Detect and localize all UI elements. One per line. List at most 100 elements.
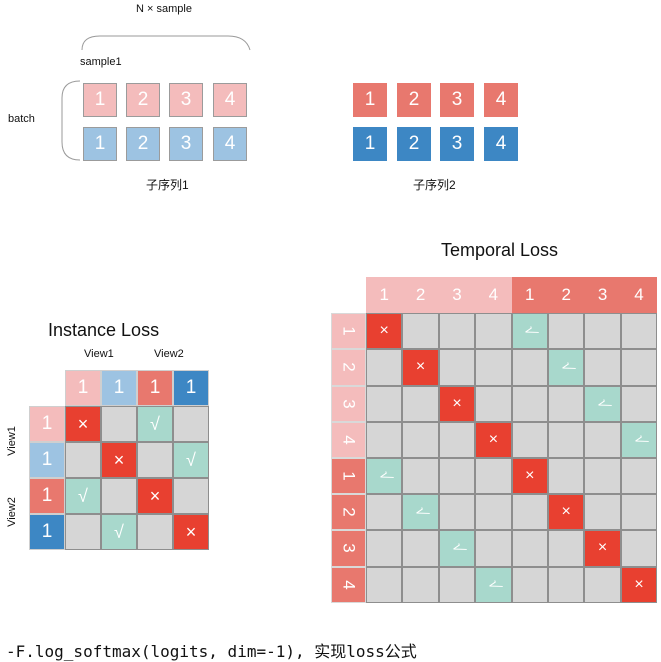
view1-label: View1 — [84, 348, 114, 360]
instance-row-header: 1 — [29, 514, 65, 550]
temporal-col-header: 2 — [402, 277, 439, 314]
instance-row-header: 1 — [29, 442, 65, 478]
instance-col-header: 1 — [65, 370, 101, 406]
temporal-row-header: 3 — [331, 530, 366, 567]
temporal-col-header: 3 — [584, 277, 621, 314]
temporal-check-cell: √ — [548, 349, 585, 386]
temporal-cell — [475, 349, 512, 386]
temporal-cross-cell: × — [584, 530, 621, 567]
seq1-row2-box: 1 — [83, 127, 117, 161]
temporal-row-header: 2 — [331, 494, 366, 531]
temporal-cell — [366, 530, 403, 567]
instance-cross-cell: × — [173, 514, 209, 550]
temporal-cell — [584, 421, 621, 458]
temporal-cell — [620, 349, 658, 386]
temporal-cell — [402, 385, 439, 422]
temporal-cell — [366, 349, 403, 386]
temporal-cell — [438, 349, 476, 386]
instance-cell — [65, 514, 101, 550]
temporal-col-header: 4 — [475, 277, 512, 314]
temporal-cell — [438, 421, 476, 458]
temporal-check-cell: √ — [366, 458, 403, 495]
instance-loss-title: Instance Loss — [48, 320, 160, 340]
temporal-cross-cell: × — [548, 494, 585, 531]
temporal-cell — [548, 566, 585, 603]
view1-row-label: View1 — [5, 426, 18, 456]
temporal-check-cell: √ — [511, 313, 548, 350]
temporal-cell — [584, 458, 621, 495]
temporal-cell — [511, 385, 548, 422]
temporal-cell — [438, 566, 476, 603]
temporal-row-header: 4 — [331, 566, 366, 603]
instance-check-cell: √ — [101, 514, 137, 550]
seq1-row1-box: 1 — [83, 83, 117, 117]
seq1-row2-box: 2 — [126, 127, 160, 161]
temporal-row-header: 1 — [331, 313, 366, 350]
temporal-cell — [584, 494, 621, 531]
seq1-row1-box: 4 — [213, 83, 247, 117]
temporal-cell — [366, 566, 403, 603]
temporal-cell — [620, 458, 658, 495]
instance-cell — [173, 478, 209, 514]
temporal-check-cell: √ — [438, 530, 476, 567]
temporal-cell — [475, 458, 512, 495]
instance-cell — [101, 478, 137, 514]
temporal-cell — [511, 494, 548, 531]
temporal-col-header: 2 — [548, 277, 585, 314]
temporal-loss-title: Temporal Loss — [441, 240, 559, 260]
seq2-caption: 子序列2 — [413, 178, 456, 192]
temporal-cross-cell: × — [620, 566, 658, 603]
temporal-cell — [511, 530, 548, 567]
temporal-cross-cell: × — [366, 313, 403, 350]
temporal-cell — [511, 421, 548, 458]
temporal-check-cell: √ — [402, 494, 439, 531]
instance-check-cell: √ — [65, 478, 101, 514]
seq2-row1-box: 3 — [440, 83, 474, 117]
temporal-cell — [475, 385, 512, 422]
temporal-row-header: 2 — [331, 349, 366, 386]
temporal-cell — [511, 566, 548, 603]
instance-cell — [65, 442, 101, 478]
batch-brace — [61, 80, 81, 161]
temporal-cell — [438, 313, 476, 350]
temporal-cell — [584, 349, 621, 386]
seq2-row2-box: 4 — [484, 127, 518, 161]
temporal-cell — [548, 385, 585, 422]
instance-col-header: 1 — [101, 370, 137, 406]
temporal-cell — [620, 494, 658, 531]
temporal-cell — [438, 494, 476, 531]
batch-label: batch — [8, 113, 35, 125]
temporal-cell — [402, 313, 439, 350]
formula-caption: -F.log_softmax(logits, dim=-1), 实现loss公式 — [6, 642, 417, 661]
temporal-cell — [511, 349, 548, 386]
temporal-cell — [475, 494, 512, 531]
temporal-cell — [402, 566, 439, 603]
instance-row-header: 1 — [29, 406, 65, 442]
temporal-check-cell: √ — [620, 421, 658, 458]
temporal-cell — [402, 421, 439, 458]
temporal-cross-cell: × — [511, 458, 548, 495]
seq2-row2-box: 3 — [440, 127, 474, 161]
temporal-cell — [402, 458, 439, 495]
temporal-cell — [620, 313, 658, 350]
temporal-col-header: 3 — [438, 277, 476, 314]
seq2-row1-box: 2 — [397, 83, 431, 117]
instance-col-header: 1 — [173, 370, 209, 406]
temporal-cell — [620, 385, 658, 422]
seq1-row2-box: 4 — [213, 127, 247, 161]
view2-row-label: View2 — [5, 497, 18, 527]
temporal-check-cell: √ — [475, 566, 512, 603]
seq2-row1-box: 4 — [484, 83, 518, 117]
temporal-cell — [366, 385, 403, 422]
seq1-row1-box: 2 — [126, 83, 160, 117]
temporal-cell — [584, 313, 621, 350]
instance-cross-cell: × — [101, 442, 137, 478]
temporal-row-header: 3 — [331, 385, 366, 422]
temporal-cell — [620, 530, 658, 567]
instance-col-header: 1 — [137, 370, 173, 406]
temporal-col-header: 1 — [366, 277, 403, 314]
n-sample-label: N × sample — [136, 3, 192, 15]
temporal-row-header: 1 — [331, 458, 366, 495]
temporal-cell — [548, 458, 585, 495]
temporal-cell — [584, 566, 621, 603]
